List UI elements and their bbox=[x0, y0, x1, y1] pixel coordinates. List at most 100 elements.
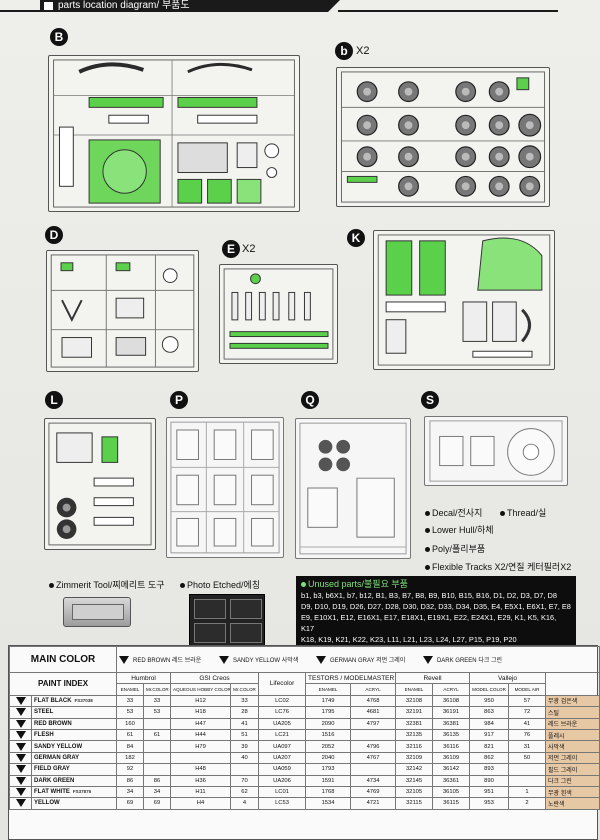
paint-code-cell: H12 bbox=[170, 694, 232, 708]
etch-part bbox=[230, 623, 262, 643]
sprue-badge-b-upper: B bbox=[50, 28, 68, 46]
triangle-icon bbox=[315, 656, 326, 665]
paint-code-cell: 41 bbox=[508, 717, 547, 730]
bullet-icon bbox=[301, 582, 306, 588]
paint-code-cell: 4796 bbox=[350, 740, 397, 753]
paint-code-cell: LC21 bbox=[258, 728, 307, 742]
paint-code-cell: 76 bbox=[508, 728, 547, 742]
paint-code-cell: UA207 bbox=[258, 751, 307, 765]
sprue-badge-l: L bbox=[45, 391, 63, 409]
paint-name: FLESH bbox=[30, 728, 118, 742]
bullet-icon bbox=[425, 565, 430, 571]
paint-code-cell: 917 bbox=[469, 728, 510, 742]
table-group-header: PAINT INDEX Humbrol GSI Creos Lifecolor … bbox=[8, 671, 600, 696]
main-color-title: MAIN COLOR bbox=[8, 646, 118, 673]
paint-code-cell: 182 bbox=[116, 751, 145, 765]
paint-code-cell: H4 bbox=[170, 797, 232, 810]
bullet-icon bbox=[180, 583, 185, 589]
bullet-icon bbox=[500, 511, 505, 517]
paint-code-cell bbox=[508, 774, 547, 787]
paint-code-cell bbox=[143, 740, 172, 753]
legend-decal: Decal/전사지 bbox=[425, 506, 482, 519]
page-header: parts location diagram/ 부품도 bbox=[40, 0, 340, 12]
legend-poly: Poly/폴리부품 bbox=[425, 542, 485, 555]
paint-code-cell: 2 bbox=[508, 797, 547, 810]
paint-code-cell: UA206 bbox=[258, 774, 307, 787]
sprue-b-lower-multiplier: X2 bbox=[356, 45, 370, 57]
photo-etched-fret bbox=[189, 594, 265, 648]
bullet-icon bbox=[425, 547, 430, 553]
sprue-d bbox=[46, 250, 199, 372]
etch-part bbox=[230, 599, 262, 619]
paint-korean-name: 레드 브라운 bbox=[545, 717, 600, 730]
paint-korean-name: 저먼 그레이 bbox=[545, 751, 600, 765]
triangle-icon bbox=[9, 728, 32, 742]
subheader: Mr.COLOR bbox=[230, 683, 260, 696]
paint-code-cell: LC53 bbox=[258, 797, 307, 810]
table-sub-header: ENAMEL Mr.COLOR AQUEOUS HOBBY COLOR Mr.C… bbox=[10, 683, 600, 696]
sprue-badge-d: D bbox=[45, 226, 63, 244]
main-color-row: MAIN COLOR RED BROWN 레드 브라운 SANDY YELLOW… bbox=[8, 646, 600, 673]
paint-code-cell: 53 bbox=[143, 706, 172, 719]
paint-code-cell: 890 bbox=[469, 774, 510, 787]
paint-name: SANDY YELLOW bbox=[30, 740, 118, 753]
paint-korean-name: 플레시 bbox=[545, 728, 600, 742]
group-vallejo: Vallejo bbox=[469, 671, 547, 685]
paint-code-cell: 1 bbox=[508, 785, 547, 799]
etch-part bbox=[194, 599, 226, 619]
legend-flexible-tracks: Flexible Tracks X2/연질 케터필러X2 bbox=[425, 560, 571, 573]
paint-code-cell: 1534 bbox=[305, 797, 352, 810]
paint-code-cell: 72 bbox=[508, 706, 547, 719]
paint-code-cell: 4769 bbox=[350, 785, 397, 799]
paint-code-cell: 32142 bbox=[395, 763, 434, 776]
paint-code-cell: 32115 bbox=[395, 797, 434, 810]
unused-parts-line: E9, E10X1, E12, E16X1, E17, E18X1, E19X1… bbox=[301, 613, 557, 633]
paint-code-cell: 32191 bbox=[395, 706, 434, 719]
paint-code-cell: 57 bbox=[508, 694, 547, 708]
sprue-badge-s: S bbox=[421, 391, 439, 409]
paint-code-cell: 36115 bbox=[432, 797, 471, 810]
paint-korean-name: 무광 검은색 bbox=[545, 694, 600, 708]
paint-code-cell: 32108 bbox=[395, 694, 434, 708]
paint-code-cell: 61 bbox=[143, 728, 172, 742]
paint-code-cell: H79 bbox=[170, 740, 232, 753]
paint-code-cell: 893 bbox=[469, 763, 510, 776]
paint-code-cell: H11 bbox=[170, 785, 232, 799]
paint-code-cell bbox=[508, 763, 547, 776]
paint-code-cell: H48 bbox=[170, 763, 232, 776]
sprue-d-parts-drawing bbox=[50, 254, 195, 368]
paint-name: DARK GREEN bbox=[30, 774, 118, 787]
sprue-q-parts-drawing bbox=[299, 422, 407, 555]
paint-code-cell: UA205 bbox=[258, 717, 307, 730]
sprue-badge-e: E bbox=[222, 240, 240, 258]
paint-code-cell: 36142 bbox=[432, 763, 471, 776]
paint-code-cell: 4797 bbox=[350, 717, 397, 730]
korean-name-header bbox=[545, 672, 600, 696]
paint-code-cell: 951 bbox=[469, 785, 510, 799]
paint-code-cell: 86 bbox=[116, 774, 145, 787]
paint-code-cell: 34 bbox=[143, 785, 172, 799]
paint-code-cell: H18 bbox=[170, 706, 232, 719]
bullet-icon bbox=[425, 511, 430, 517]
paint-code-cell: 28 bbox=[230, 706, 260, 719]
sprue-b-parts-drawing bbox=[53, 59, 295, 208]
paint-code-cell: LC01 bbox=[258, 785, 307, 799]
sprue-e bbox=[219, 264, 338, 364]
paint-code-cell: 1516 bbox=[305, 728, 352, 742]
subheader: ACRYL bbox=[432, 683, 471, 696]
paint-code-cell: 36108 bbox=[432, 694, 471, 708]
triangle-icon bbox=[9, 774, 32, 787]
paint-code-cell: 36135 bbox=[432, 728, 471, 742]
bullet-icon bbox=[425, 528, 430, 534]
paint-code-cell: 32145 bbox=[395, 774, 434, 787]
subheader: AQUEOUS HOBBY COLOR bbox=[170, 683, 232, 696]
paint-code-cell: 984 bbox=[469, 717, 510, 730]
paint-code-cell bbox=[350, 763, 397, 776]
